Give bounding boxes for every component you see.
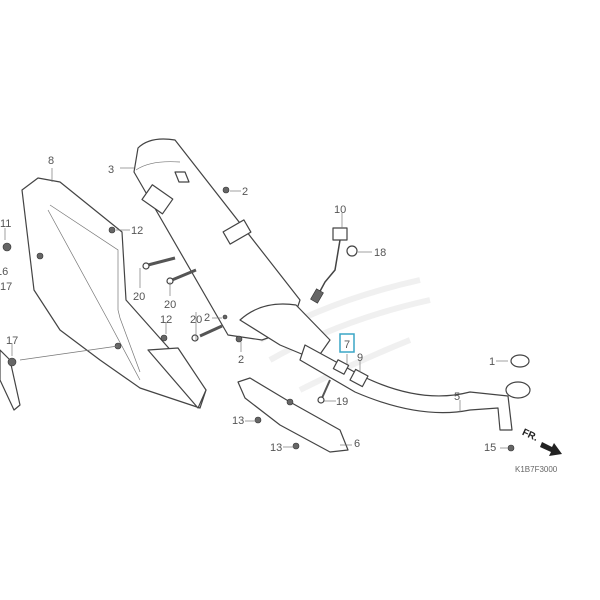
exhaust-pipe-part-5[interactable] — [299, 344, 531, 431]
callout-20[interactable]: 20 — [164, 299, 176, 311]
callout-2[interactable]: 2 — [238, 354, 244, 366]
callout-20[interactable]: 20 — [133, 291, 145, 303]
callout-10[interactable]: 10 — [334, 204, 346, 216]
front-label: FR. — [520, 427, 539, 444]
nut-part-18 — [346, 245, 358, 257]
callout-8[interactable]: 8 — [48, 155, 54, 167]
joint-part-9 — [349, 368, 369, 388]
callout-19[interactable]: 19 — [336, 396, 348, 408]
fasteners — [2, 186, 515, 452]
callout-7[interactable]: 7 — [344, 339, 350, 351]
callout-2[interactable]: 2 — [204, 312, 210, 324]
arrow-icon — [540, 442, 562, 456]
callout-6[interactable]: 6 — [354, 438, 360, 450]
heat-shield-part-8[interactable] — [21, 177, 207, 409]
callout-9[interactable]: 9 — [357, 352, 363, 364]
callout-11[interactable]: 11 — [0, 218, 11, 230]
muffler-part-3[interactable] — [133, 138, 331, 361]
gasket-part-7 — [332, 359, 350, 375]
callout-13[interactable]: 13 — [232, 415, 244, 427]
o2-sensor-part-10[interactable] — [310, 227, 358, 304]
side-cover-partial[interactable] — [0, 349, 21, 411]
callout-12[interactable]: 12 — [160, 314, 172, 326]
callout-5[interactable]: 5 — [454, 391, 460, 403]
callout-17[interactable]: 17 — [6, 335, 18, 347]
callout-3[interactable]: 3 — [108, 164, 114, 176]
callout-15[interactable]: 15 — [484, 442, 496, 454]
callout-16[interactable]: 16 — [0, 266, 8, 278]
protector-part-6[interactable] — [237, 377, 349, 453]
callout-1[interactable]: 1 — [489, 356, 495, 368]
highlight-box — [339, 333, 355, 353]
callout-13[interactable]: 13 — [270, 442, 282, 454]
callout-17[interactable]: 17 — [0, 281, 12, 293]
callout-18[interactable]: 18 — [374, 247, 386, 259]
callout-2[interactable]: 2 — [242, 186, 248, 198]
gasket-part-1 — [510, 354, 530, 368]
callout-20[interactable]: 20 — [190, 314, 202, 326]
callout-labels: 8 3 2 11 12 16 17 20 20 12 20 2 2 17 13 … — [0, 155, 496, 454]
diagram-code: K1B7F3000 — [515, 465, 558, 474]
leader-lines — [4, 167, 508, 449]
front-direction-indicator: FR. — [520, 427, 562, 456]
callout-12[interactable]: 12 — [131, 225, 143, 237]
